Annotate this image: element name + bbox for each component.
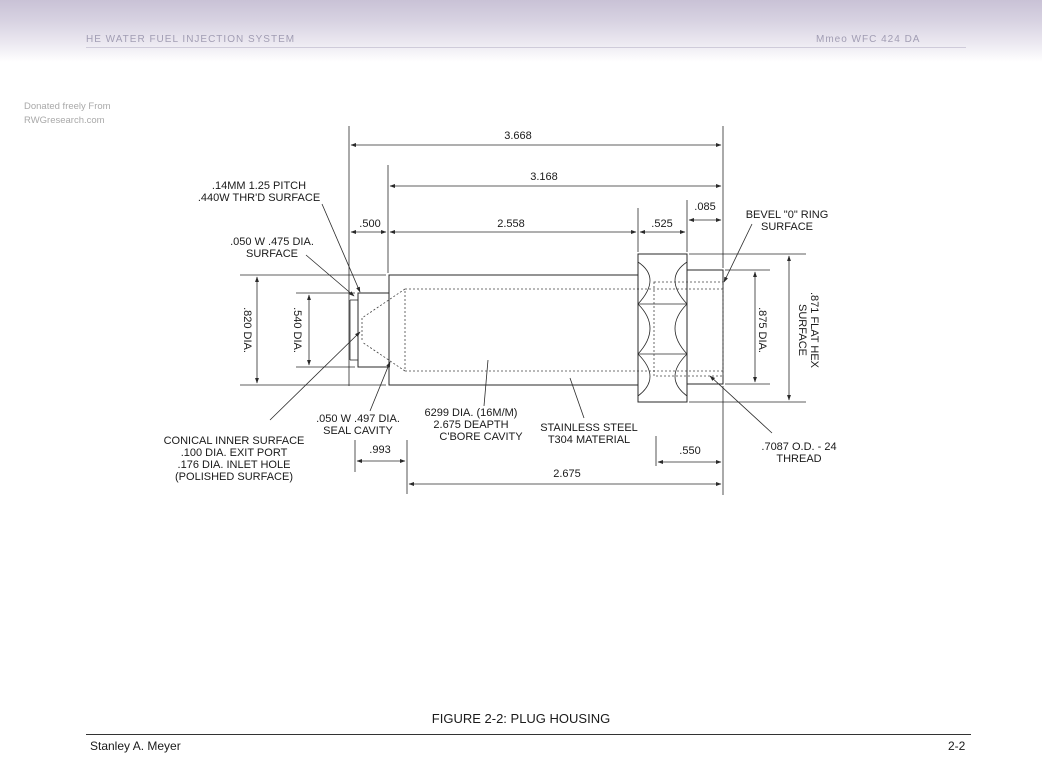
watermark: Donated freely From RWGresearch.com (24, 100, 111, 128)
leader-lines (269, 203, 773, 434)
label-hex-flat: .871 FLAT HEX (808, 292, 820, 369)
leader-seal (369, 361, 391, 412)
callout-seal-line-1: .050 W .497 DIA. (316, 413, 400, 425)
callout-bevel-line-1: BEVEL "0" RING (746, 209, 829, 221)
footer-page-number: 2-2 (948, 739, 966, 753)
callout-bore-line-3: C'BORE CAVITY (439, 431, 523, 443)
callout-pitch-line-1: .14MM 1.25 PITCH (212, 180, 306, 192)
leader-conical (269, 331, 361, 421)
scan-shadow-band (0, 0, 1042, 62)
label-hex-width: .525 (651, 218, 672, 230)
callout-material-line-2: T304 MATERIAL (548, 434, 630, 446)
callout-bevel-line-2: SURFACE (761, 221, 813, 233)
figure-caption: FIGURE 2-2: PLUG HOUSING (431, 711, 611, 726)
callout-conical-line-3: .176 DIA. INLET HOLE (178, 459, 291, 471)
callout-bore-line-1: 6299 DIA. (16M/M) (425, 407, 518, 419)
label-od-dia: .820 DIA. (241, 307, 253, 353)
leader-bevel (723, 223, 753, 283)
footer-author: Stanley A. Meyer (90, 739, 181, 753)
label-hex-surface: SURFACE (796, 304, 808, 356)
callout-bore-line-2: 2.675 DEAPTH (433, 419, 508, 431)
callout-conical-line-4: (POLISHED SURFACE) (175, 471, 293, 483)
label-tip-length: .500 (359, 218, 380, 230)
callout-tip-surface-line-1: .050 W .475 DIA. (230, 236, 314, 248)
callout-conical-line-2: .100 DIA. EXIT PORT (181, 447, 288, 459)
label-cavity-span: 2.558 (497, 218, 525, 230)
leader-pitch (321, 203, 361, 293)
callout-seal-line-2: SEAL CAVITY (323, 425, 393, 437)
label-bore-depth: 2.675 (553, 468, 581, 480)
label-exit-offset: .993 (369, 444, 390, 456)
leader-bore (483, 359, 489, 407)
callout-labels: .14MM 1.25 PITCH .440W THR'D SURFACE .05… (164, 180, 837, 483)
hex-section (637, 253, 688, 403)
extension-lines (240, 126, 806, 495)
leader-thread (709, 375, 773, 434)
leader-tip-surface (305, 254, 355, 297)
label-thread-dia: .875 DIA. (756, 307, 768, 353)
watermark-line-2: RWGresearch.com (24, 115, 105, 126)
callout-conical-line-1: CONICAL INNER SURFACE (164, 435, 305, 447)
callout-thread-line-1: .7087 O.D. - 24 (761, 441, 836, 453)
thread-section (686, 269, 724, 385)
watermark-line-1: Donated freely From (24, 101, 111, 112)
hex-facets (637, 261, 688, 397)
callout-tip-surface-line-2: SURFACE (246, 248, 298, 260)
footer-rule (86, 734, 971, 735)
tip-section (357, 292, 390, 368)
running-header-doc-id: Mmeo WFC 424 DA (816, 34, 921, 45)
label-thread-len: .550 (679, 445, 700, 457)
callout-material-line-1: STAINLESS STEEL (540, 422, 638, 434)
conical-taper-bottom (361, 341, 406, 372)
label-bevel-gap: .085 (694, 201, 715, 213)
main-body (388, 274, 639, 386)
callout-thread-line-2: THREAD (776, 453, 821, 465)
header-rule (86, 47, 966, 48)
leader-material (569, 377, 585, 419)
conical-taper-top (361, 288, 406, 319)
dimension-labels: 3.668 3.168 .500 2.558 .525 .085 .820 DI… (241, 130, 820, 480)
dimension-lines (255, 143, 791, 486)
label-tip-dia: .540 DIA. (291, 307, 303, 353)
label-overall-length: 3.668 (504, 130, 532, 142)
thread-major-dia (653, 281, 724, 377)
callout-pitch-line-2: .440W THR'D SURFACE (198, 192, 320, 204)
label-body-length: 3.168 (530, 171, 558, 183)
running-header-title: HE WATER FUEL INJECTION SYSTEM (86, 34, 296, 45)
part-outline (349, 253, 724, 403)
